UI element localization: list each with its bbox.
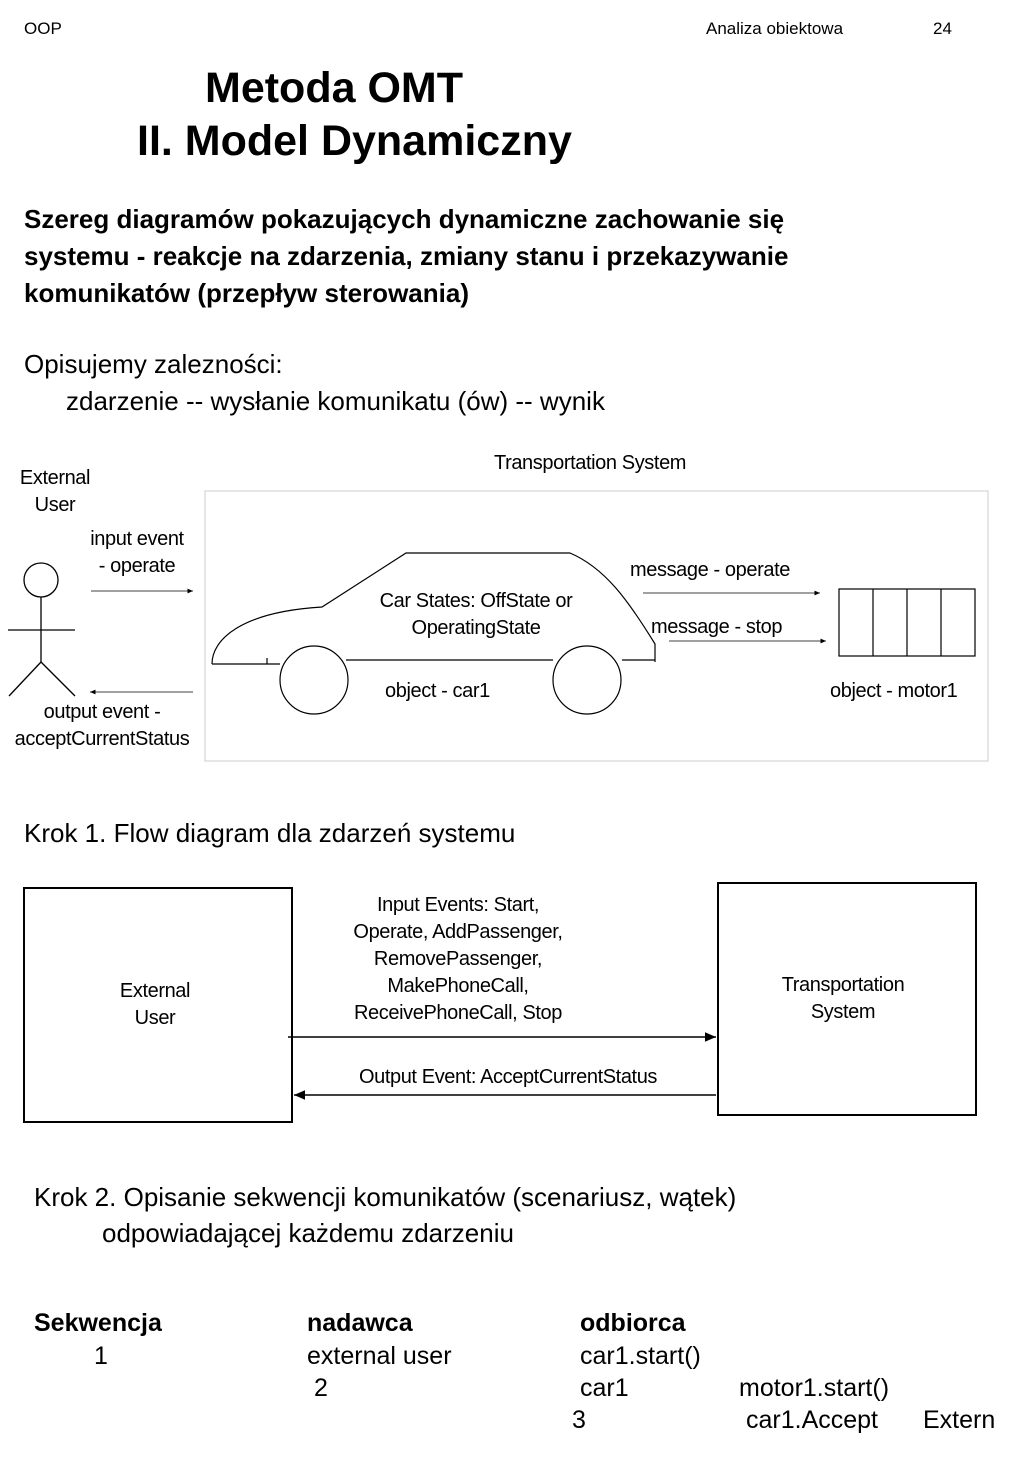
- table-cell: external user: [307, 1342, 452, 1370]
- intro-line-1: Szereg diagramów pokazujących dynamiczne…: [24, 204, 785, 234]
- stick-figure-icon: [8, 562, 76, 697]
- system-boundary: [204, 490, 989, 762]
- intro-line-2: systemu - reakcje na zdarzenia, zmiany s…: [24, 241, 789, 271]
- table-header-sender: nadawca: [307, 1309, 413, 1337]
- describe-line-1: Opisujemy zalezności:: [24, 349, 283, 379]
- describe-line-2: zdarzenie -- wysłanie komunikatu (ów) --…: [66, 386, 605, 416]
- output-event-label-1: output event -: [43, 701, 161, 723]
- input-events-line-3: RemovePassenger,: [373, 948, 543, 970]
- external-user-box: [23, 887, 293, 1123]
- output-event-label: Output Event: AcceptCurrentStatus: [358, 1066, 658, 1088]
- page-number: 24: [933, 19, 952, 38]
- output-event-label-2: acceptCurrentStatus: [14, 728, 190, 750]
- table-header-sequence: Sekwencja: [34, 1309, 162, 1337]
- input-event-label-2: - operate: [98, 555, 176, 577]
- actor-label-line-1: External: [19, 467, 91, 489]
- table-cell: car1.start(): [580, 1342, 701, 1370]
- table-cell: 2: [314, 1374, 328, 1402]
- external-user-box-label-2: User: [134, 1007, 176, 1029]
- step2-line-2: odpowiadającej każdemu zdarzeniu: [102, 1218, 514, 1248]
- car-object-label: object - car1: [385, 680, 490, 702]
- header-course: OOP: [24, 19, 62, 38]
- car-wheel-icon: [279, 645, 349, 715]
- input-event-label-1: input event: [90, 528, 184, 550]
- intro-line-3: komunikatów (przepływ sterowania): [24, 278, 469, 308]
- table-cell: 3: [572, 1406, 586, 1434]
- page-subtitle: II. Model Dynamiczny: [137, 117, 572, 165]
- motor-icon: [838, 588, 976, 657]
- table-cell: motor1.start(): [739, 1374, 890, 1402]
- car-states-line-1: Car States: OffState or: [379, 590, 573, 612]
- external-user-box-label-1: External: [119, 980, 191, 1002]
- car-wheel-icon: [552, 645, 622, 715]
- header-topic: Analiza obiektowa: [706, 19, 844, 38]
- table-cell: car1: [580, 1374, 629, 1402]
- transportation-system-box: [717, 882, 977, 1116]
- message-operate-label: message - operate: [630, 559, 790, 581]
- table-header-receiver: odbiorca: [580, 1309, 686, 1337]
- table-cell: Extern: [923, 1406, 996, 1434]
- motor-object-label: object - motor1: [830, 680, 958, 702]
- page-title: Metoda OMT: [205, 64, 463, 112]
- input-events-line-4: MakePhoneCall,: [387, 975, 529, 997]
- input-events-line-5: ReceivePhoneCall, Stop: [354, 1002, 562, 1024]
- input-events-line-2: Operate, AddPassenger,: [353, 921, 563, 943]
- car-body-icon: [211, 552, 656, 665]
- step1-heading: Krok 1. Flow diagram dla zdarzeń systemu: [24, 818, 516, 848]
- message-stop-label: message - stop: [651, 616, 783, 638]
- table-cell: 1: [94, 1342, 108, 1370]
- transport-box-label-1: Transportation: [781, 974, 905, 996]
- step2-line-1: Krok 2. Opisanie sekwencji komunikatów (…: [34, 1182, 737, 1212]
- transport-box-label-2: System: [810, 1001, 876, 1023]
- system-label: Transportation System: [494, 452, 687, 474]
- input-events-line-1: Input Events: Start,: [376, 894, 540, 916]
- table-cell: car1.Accept: [746, 1406, 879, 1434]
- actor-label-line-2: User: [34, 494, 76, 516]
- car-states-line-2: OperatingState: [411, 617, 541, 639]
